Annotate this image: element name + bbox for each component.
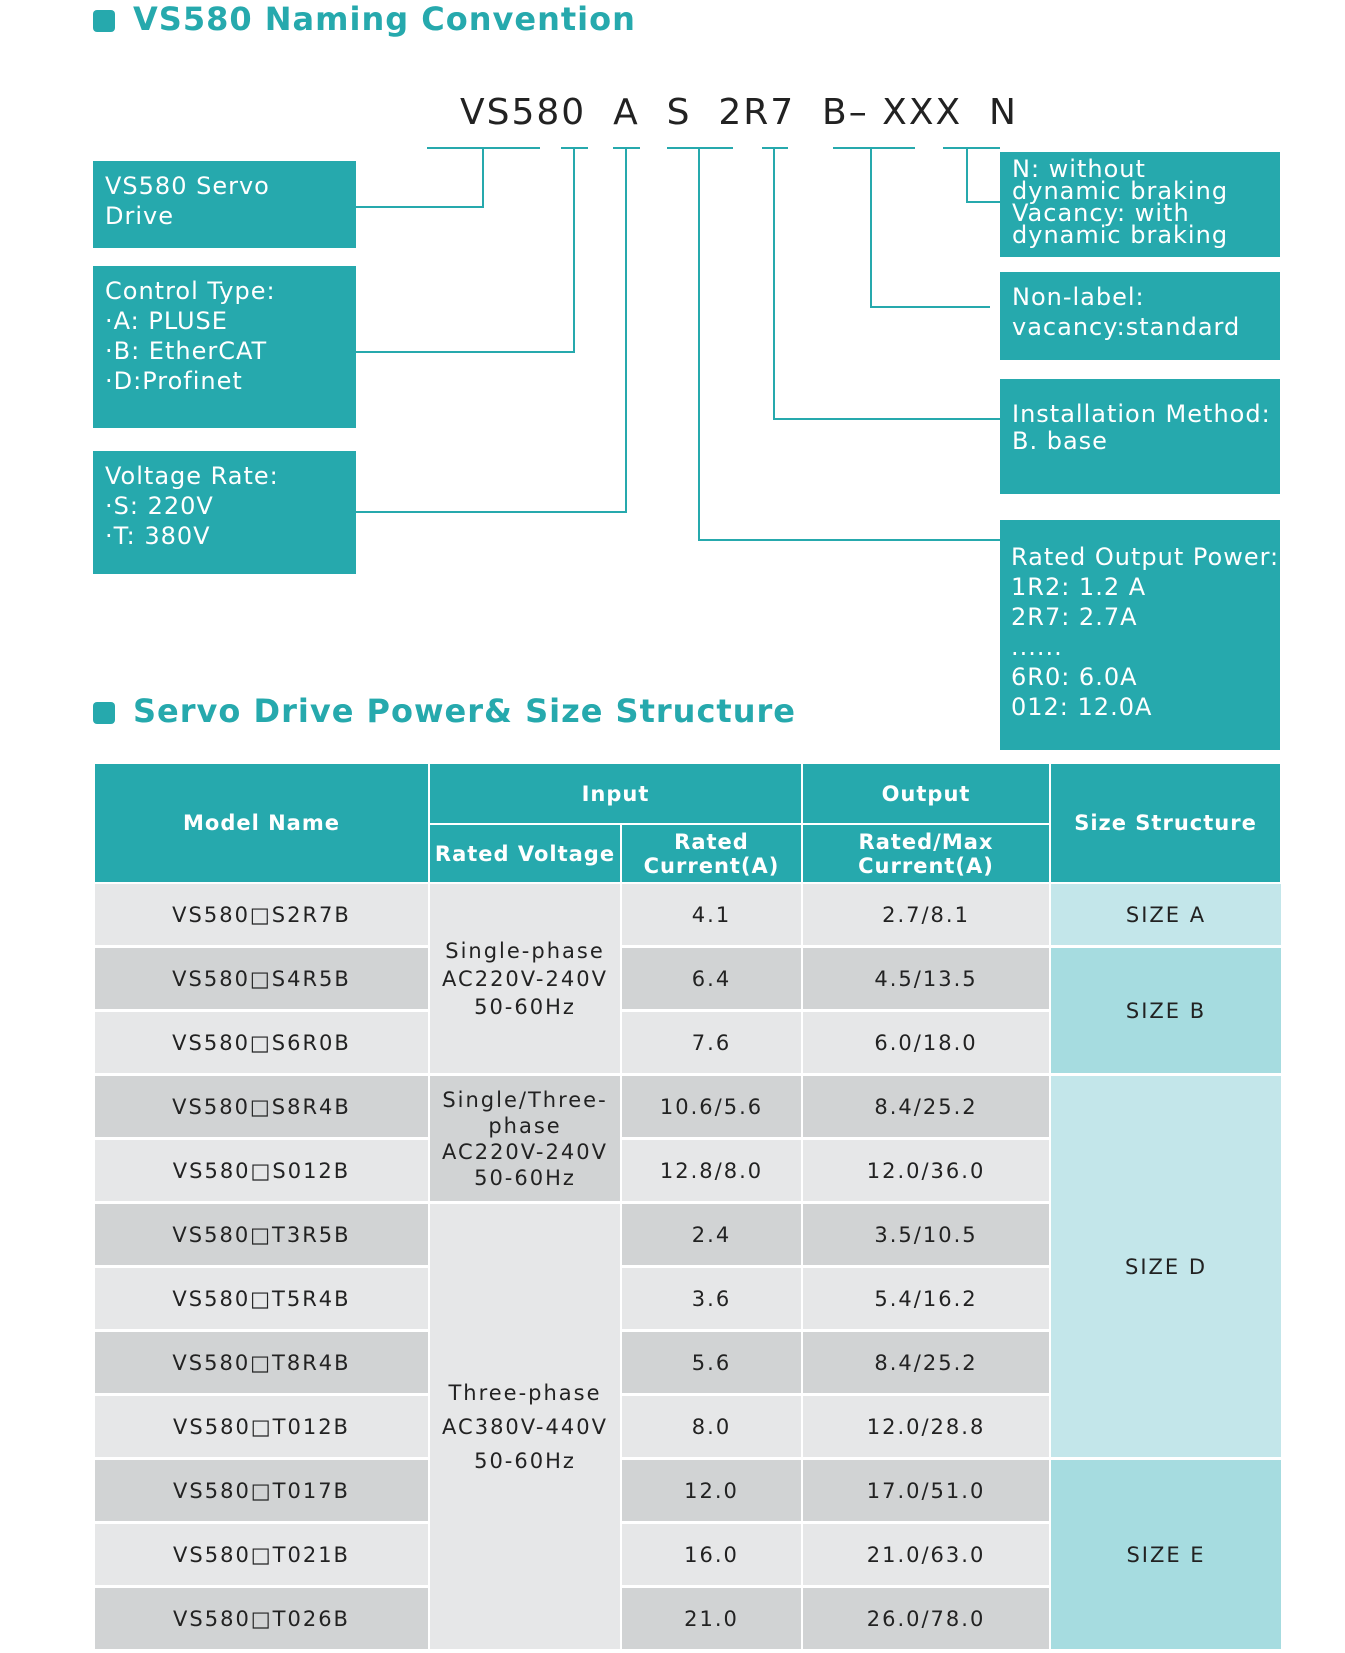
model-cell: VS580□T026B <box>93 1586 429 1652</box>
output-cell: 4.5/13.5 <box>801 946 1051 1012</box>
table-row: VS580□T012B 8.0 12.0/28.8 <box>93 1394 1281 1460</box>
voltage-cell: Single-phase AC220V-240V 50-60Hz <box>428 883 621 1076</box>
current-cell: 6.4 <box>619 946 803 1012</box>
box-control-type: Control Type:·A: PLUSE·B: EtherCAT·D:Pro… <box>93 266 356 428</box>
model-cell: VS580□S4R5B <box>93 946 429 1012</box>
header-model-name: Model Name <box>93 764 430 884</box>
model-cell: VS580□T021B <box>93 1522 429 1588</box>
naming-title: VS580 Naming Convention <box>133 0 636 38</box>
size-cell: SIZE E <box>1049 1458 1282 1652</box>
current-cell: 7.6 <box>619 1010 803 1076</box>
header-rated-max-current: Rated/Max Current(A) <box>801 824 1052 884</box>
box-voltage-rate: Voltage Rate:·S: 220V·T: 380V <box>93 451 356 574</box>
table-row: VS580□T5R4B 3.6 5.4/16.2 <box>93 1266 1281 1332</box>
current-cell: 16.0 <box>619 1522 803 1588</box>
output-cell: 2.7/8.1 <box>801 883 1051 948</box>
output-cell: 6.0/18.0 <box>801 1010 1051 1076</box>
model-cell: VS580□S8R4B <box>93 1074 429 1140</box>
table-row: VS580□T021B 16.0 21.0/63.0 <box>93 1522 1281 1588</box>
table-row: VS580□S4R5B 6.4 4.5/13.5 SIZE B <box>93 946 1282 1076</box>
size-cell: SIZE D <box>1049 1074 1282 1460</box>
box-label: Non-label:vacancy:standard <box>1000 272 1280 360</box>
output-cell: 26.0/78.0 <box>801 1586 1051 1652</box>
current-cell: 5.6 <box>619 1330 803 1396</box>
output-cell: 21.0/63.0 <box>801 1522 1051 1588</box>
table-row: VS580□S6R0B 7.6 6.0/18.0 <box>93 1010 1281 1076</box>
table-row: VS580□T8R4B 5.6 8.4/25.2 <box>93 1330 1281 1396</box>
header-rated-voltage: Rated Voltage <box>428 824 622 884</box>
current-cell: 21.0 <box>619 1586 803 1652</box>
output-cell: 3.5/10.5 <box>801 1202 1051 1268</box>
output-cell: 12.0/28.8 <box>801 1394 1051 1460</box>
model-cell: VS580□T012B <box>93 1394 429 1460</box>
header-size-structure: Size Structure <box>1049 764 1283 884</box>
output-cell: 8.4/25.2 <box>801 1074 1051 1140</box>
current-cell: 10.6/5.6 <box>619 1074 803 1140</box>
size-cell: SIZE A <box>1049 883 1282 948</box>
model-cell: VS580□T8R4B <box>93 1330 429 1396</box>
connector-lines <box>356 147 1000 541</box>
current-cell: 4.1 <box>619 883 803 948</box>
header-input: Input <box>427 764 804 825</box>
model-cell: VS580□S6R0B <box>93 1010 429 1076</box>
model-cell: VS580□T017B <box>93 1458 429 1524</box>
table-row: VS580□S2R7B Single-phase AC220V-240V 50-… <box>93 883 1282 1076</box>
current-cell: 3.6 <box>619 1266 803 1332</box>
size-cell: SIZE B <box>1049 946 1282 1076</box>
table-row: VS580□S012B 12.8/8.0 12.0/36.0 <box>93 1138 1281 1204</box>
section-bullet-icon <box>93 702 115 724</box>
header-rated-current: Rated Current(A) <box>619 824 804 884</box>
current-cell: 12.8/8.0 <box>619 1138 803 1204</box>
model-cell: VS580□S2R7B <box>93 883 429 948</box>
table-row: VS580□T3R5B Three-phase AC380V-440V 50-6… <box>93 1202 1281 1652</box>
current-cell: 2.4 <box>619 1202 803 1268</box>
output-cell: 5.4/16.2 <box>801 1266 1051 1332</box>
model-cell: VS580□S012B <box>93 1138 429 1204</box>
table-row: VS580□T026B 21.0 26.0/78.0 <box>93 1586 1281 1652</box>
table-row: VS580□S8R4B Single/Three-phase AC220V-24… <box>93 1074 1282 1460</box>
output-cell: 8.4/25.2 <box>801 1330 1051 1396</box>
header-output: Output <box>801 764 1052 825</box>
box-installation: Installation Method:B. base <box>1000 379 1280 494</box>
table-title: Servo Drive Power& Size Structure <box>133 692 796 730</box>
current-cell: 12.0 <box>619 1458 803 1524</box>
model-cell: VS580□T3R5B <box>93 1202 429 1268</box>
voltage-cell: Single/Three-phase AC220V-240V 50-60Hz <box>428 1074 621 1204</box>
power-size-table: Model Name Input Output Size Structure R… <box>93 764 1283 1652</box>
voltage-cell: Three-phase AC380V-440V 50-60Hz <box>428 1202 621 1652</box>
table-row: VS580□T017B 12.0 17.0/51.0 SIZE E <box>93 1458 1282 1652</box>
current-cell: 8.0 <box>619 1394 803 1460</box>
model-cell: VS580□T5R4B <box>93 1266 429 1332</box>
output-cell: 12.0/36.0 <box>801 1138 1051 1204</box>
section-bullet-icon <box>93 10 115 32</box>
model-code: VS580 A S 2R7 B– XXX N <box>460 92 1018 133</box>
output-cell: 17.0/51.0 <box>801 1458 1051 1524</box>
